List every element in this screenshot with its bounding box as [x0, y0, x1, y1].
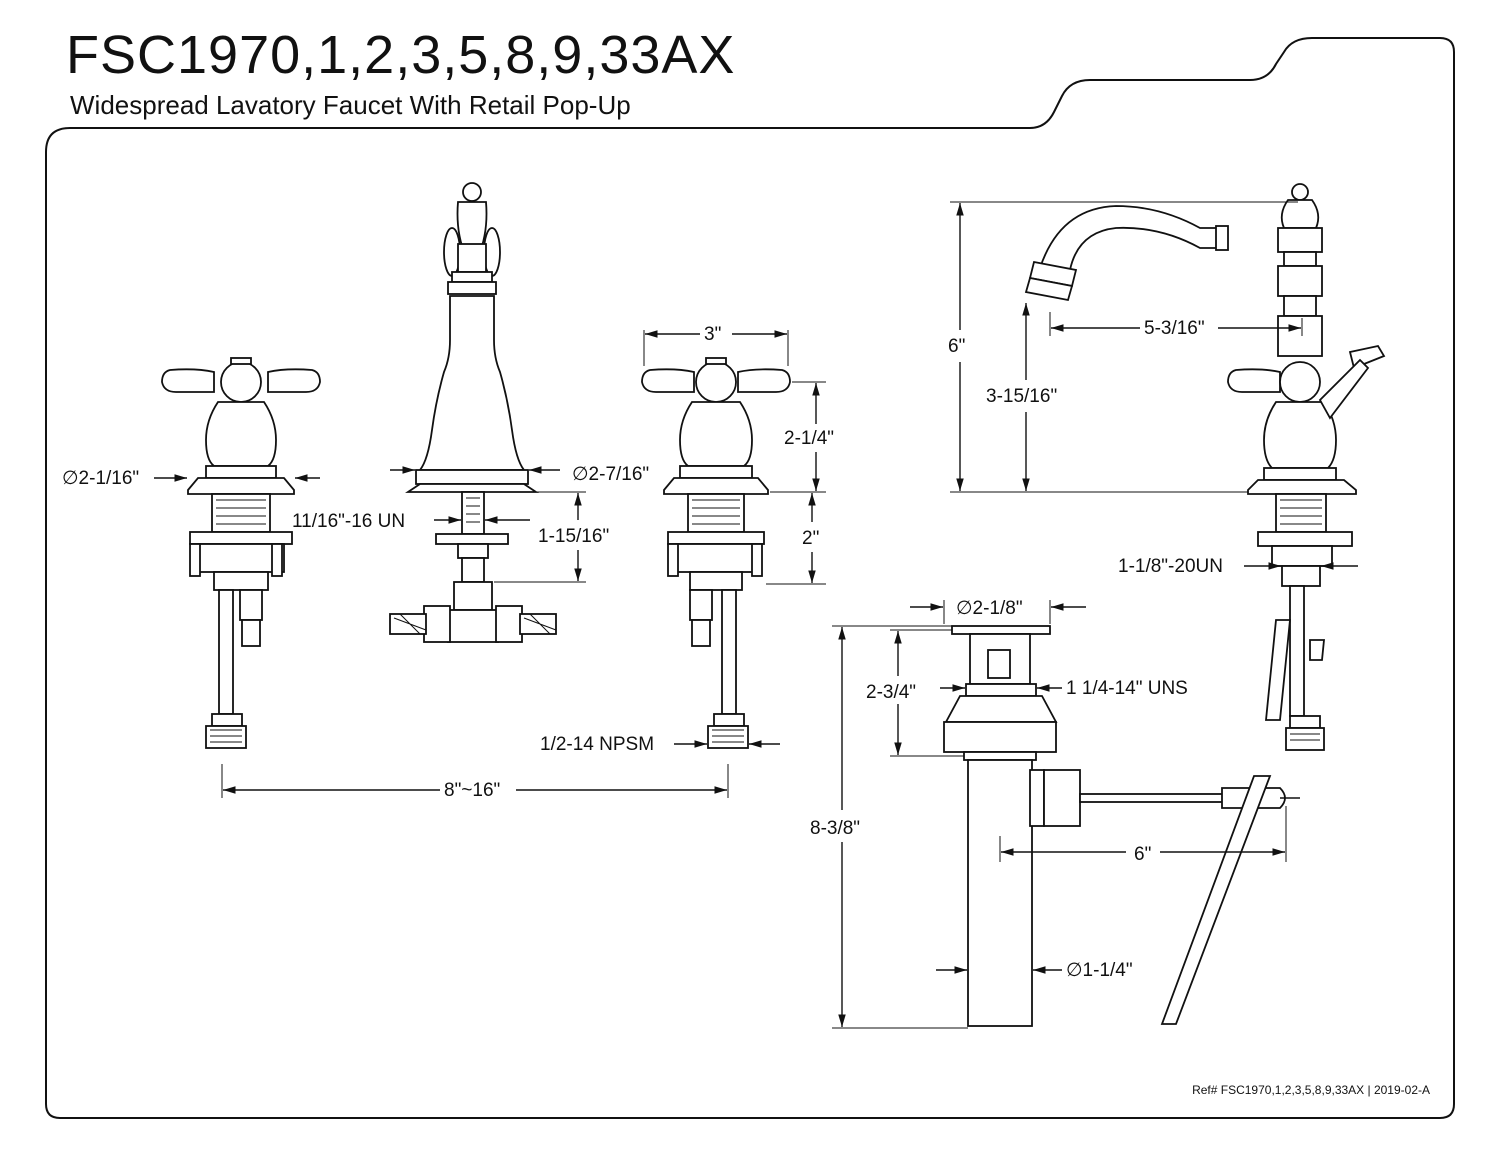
dim-overall-height: 6" [948, 336, 965, 357]
dim-drain-flange-dia: ∅2-1/8" [956, 598, 1023, 619]
dim-drain-thread: 1 1/4-14" UNS [1066, 678, 1188, 699]
page-subtitle: Widespread Lavatory Faucet With Retail P… [70, 90, 631, 120]
popup-drain [943, 625, 1300, 1027]
dim-spout-shank-length: 1-15/16" [538, 526, 609, 547]
dim-tailpiece-dia: ∅1-1/4" [1066, 960, 1133, 981]
dim-handle-width: 3" [704, 324, 721, 345]
reference-number: Ref# FSC1970,1,2,3,5,8,9,33AX | 2019-02-… [1192, 1083, 1430, 1097]
right-handle-valve [641, 357, 791, 749]
dim-spout-base-dia: ∅2-7/16" [572, 464, 649, 485]
dim-handle-height: 2-1/4" [784, 428, 834, 449]
dim-left-flange-dia: ∅2-1/16" [62, 468, 139, 489]
dim-spout-thread: 11/16"-16 UN [292, 511, 405, 532]
dim-spout-clearance: 3-15/16" [986, 386, 1057, 407]
dim-pivot-rod: 6" [1134, 844, 1151, 865]
dim-handle-shank: 2" [802, 528, 819, 549]
dim-spout-reach: 5-3/16" [1144, 318, 1205, 339]
dim-drain-body-height: 2-3/4" [866, 682, 916, 703]
dim-side-shank-thread: 1-1/8"-20UN [1118, 556, 1223, 577]
drawing-frame [45, 37, 1455, 1119]
dim-drain-total-length: 8-3/8" [810, 818, 860, 839]
side-view-faucet [1024, 183, 1386, 751]
left-handle-valve [161, 357, 321, 749]
dim-handle-inlet: 1/2-14 NPSM [540, 734, 654, 755]
dim-center-spread: 8"~16" [444, 780, 500, 801]
page-title: FSC1970,1,2,3,5,8,9,33AX [66, 25, 736, 85]
center-spout [389, 182, 557, 643]
